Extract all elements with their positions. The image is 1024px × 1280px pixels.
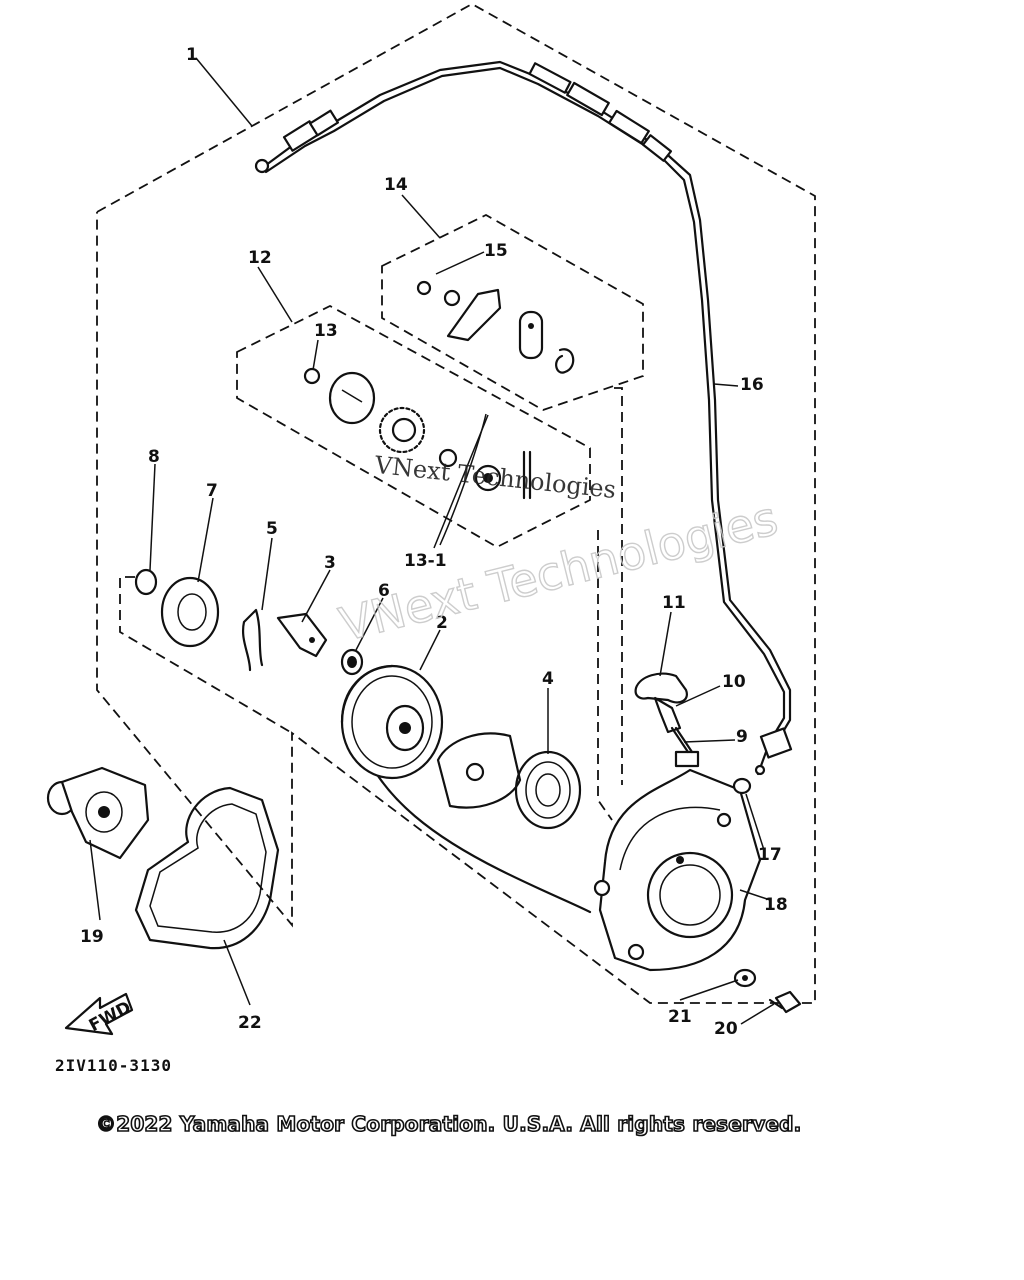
drive-plate bbox=[134, 568, 220, 648]
callouts: 1 2 3 4 5 6 7 8 9 10 11 12 13 13-1 14 15… bbox=[80, 45, 788, 1039]
friction-parts bbox=[242, 608, 364, 676]
watermark: VNext Technologies VNext Technologies bbox=[334, 451, 784, 653]
copyright-notice: ©2022 Yamaha Motor Corporation. U.S.A. A… bbox=[95, 1111, 802, 1137]
callout-21: 21 bbox=[668, 1007, 692, 1027]
callout-10: 10 bbox=[722, 672, 746, 692]
gasket bbox=[134, 786, 280, 950]
starter-cup bbox=[46, 766, 150, 860]
callout-8: 8 bbox=[148, 447, 160, 467]
starter-rope bbox=[358, 738, 592, 914]
starter-handle bbox=[634, 672, 694, 754]
callout-13: 13 bbox=[314, 321, 338, 341]
callout-14: 14 bbox=[384, 175, 408, 195]
subassembly-14-parts bbox=[416, 280, 575, 374]
callout-13-1: 13-1 bbox=[404, 551, 447, 571]
callout-7: 7 bbox=[206, 481, 218, 501]
recoil-housing bbox=[593, 750, 762, 972]
callout-4: 4 bbox=[542, 669, 554, 689]
callout-15: 15 bbox=[484, 241, 508, 261]
leader-lines bbox=[89, 57, 775, 1025]
fwd-arrow-icon: FWD bbox=[64, 992, 135, 1036]
diagram-code: 2IV110-3130 bbox=[55, 1056, 172, 1075]
callout-1: 1 bbox=[186, 45, 198, 65]
pulley bbox=[340, 664, 444, 780]
callout-9: 9 bbox=[736, 727, 748, 747]
subassembly-12-parts bbox=[303, 367, 532, 546]
callout-16: 16 bbox=[740, 375, 764, 395]
housing-guide-line bbox=[597, 530, 613, 821]
callout-19: 19 bbox=[80, 927, 104, 947]
subassembly-14-outline bbox=[381, 213, 644, 411]
callout-5: 5 bbox=[266, 519, 278, 539]
hardware-17-20-21 bbox=[732, 777, 802, 1014]
callout-3: 3 bbox=[324, 553, 336, 573]
callout-11: 11 bbox=[662, 593, 686, 613]
callout-18: 18 bbox=[764, 895, 788, 915]
callout-20: 20 bbox=[714, 1019, 738, 1039]
callout-22: 22 bbox=[238, 1013, 262, 1033]
assembly-outline bbox=[96, 2, 816, 1004]
callout-12: 12 bbox=[248, 248, 272, 268]
subassembly-12-outline bbox=[236, 304, 591, 549]
subassembly-7-outline bbox=[119, 576, 293, 734]
callout-6: 6 bbox=[378, 581, 390, 601]
housing-guide-line-2 bbox=[614, 387, 623, 785]
cable bbox=[254, 60, 793, 776]
callout-2: 2 bbox=[436, 613, 448, 633]
callout-17: 17 bbox=[758, 845, 782, 865]
spring-case bbox=[436, 732, 582, 830]
